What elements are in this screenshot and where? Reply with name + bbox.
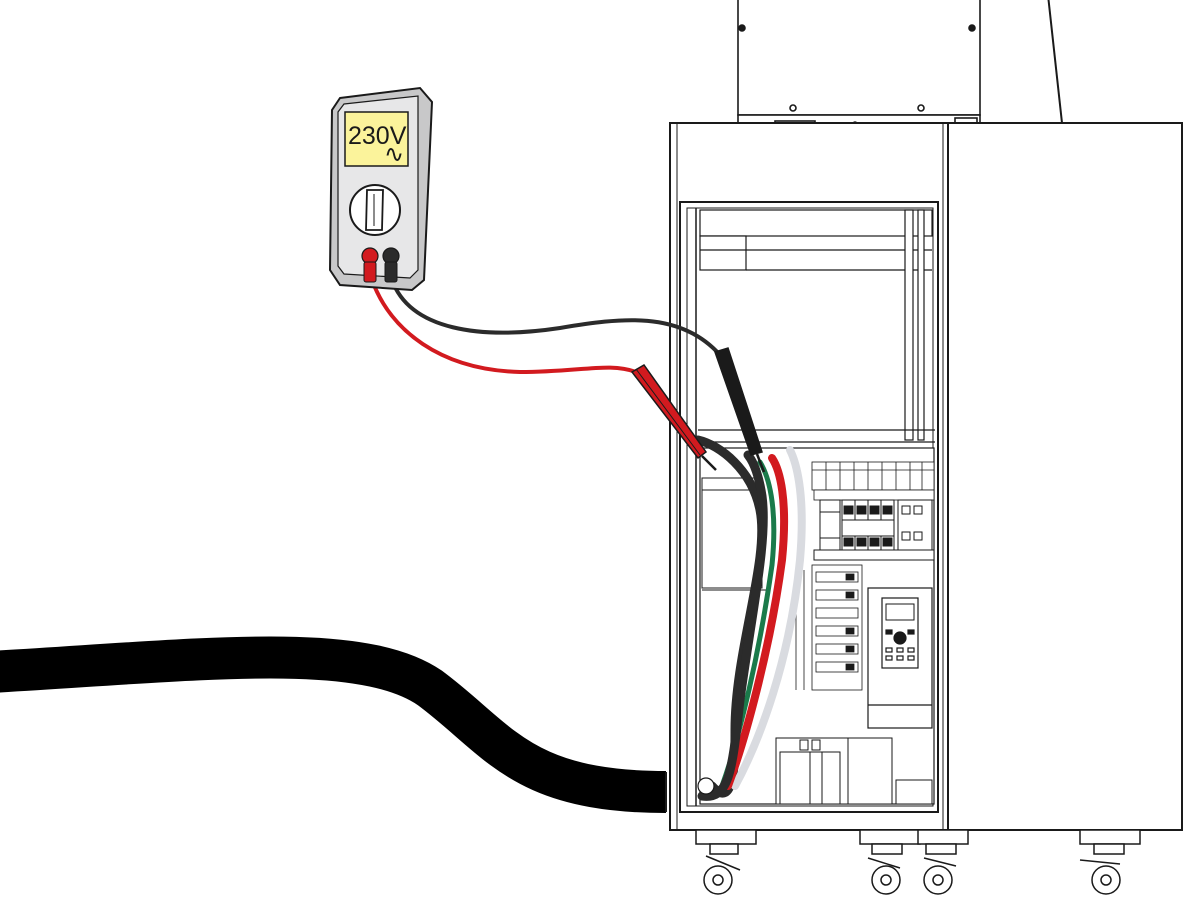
black-lead [390, 278, 722, 357]
red-wire [724, 454, 789, 790]
caster-wheel-1 [695, 829, 757, 895]
top-housing [737, 0, 1063, 128]
red-lead [370, 278, 638, 375]
internal-wires [693, 435, 806, 801]
black-test-probe [714, 347, 766, 473]
relay-column [795, 564, 863, 691]
circuit-breakers [813, 499, 935, 561]
power-feed-cable [0, 636, 667, 813]
caster-wheel-2 [859, 829, 921, 895]
terminal-strip [811, 461, 935, 491]
frequency-inverter [867, 587, 933, 729]
casters [695, 829, 1141, 895]
red-test-probe [630, 364, 717, 471]
voltage-reading: 230V [348, 122, 407, 150]
caster-wheel-4 [1079, 829, 1141, 895]
caster-wheel-3 [917, 829, 969, 895]
grey-wire [731, 446, 806, 790]
multimeter: 230V ∿ [328, 86, 434, 292]
interior-frame [695, 208, 935, 806]
probe-leads [370, 278, 722, 375]
black-inner-wire [697, 450, 768, 801]
meter-display [344, 111, 409, 167]
power-supply-box [775, 737, 933, 805]
sine-wave-icon: ∿ [384, 140, 404, 168]
